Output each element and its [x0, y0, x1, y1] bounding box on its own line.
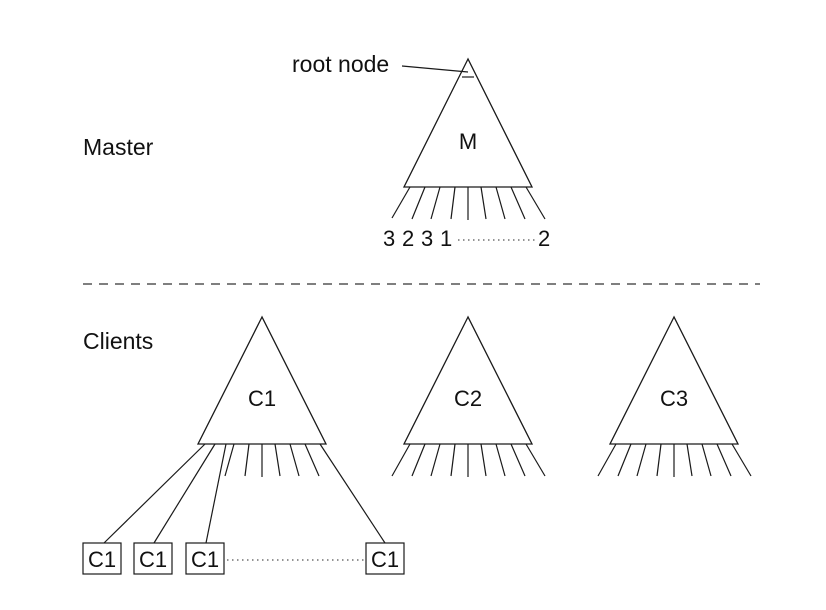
client-tree-fanout — [224, 443, 320, 477]
master-leaf-number: 3 — [383, 226, 395, 251]
master-section-label: Master — [83, 134, 154, 160]
leaf-box-label: C1 — [139, 547, 167, 572]
client-tree-fanout — [597, 443, 752, 477]
leaf-box — [365, 542, 405, 575]
root-node-label: root node — [292, 51, 389, 77]
master-leaf-numbers: 3 2 3 1 2 — [383, 226, 550, 251]
client-tree-label: C3 — [660, 386, 688, 411]
master-tree-label: M — [459, 129, 477, 154]
master-leaf-number: 3 — [421, 226, 433, 251]
leaf-box — [82, 542, 122, 575]
master-tree-fanout — [391, 186, 546, 220]
root-node-callout-line — [401, 65, 469, 73]
client-tree-c2: C2 — [391, 315, 546, 477]
master-leaf-number: 2 — [402, 226, 414, 251]
leaf-box — [185, 542, 225, 575]
client-tree-triangle — [402, 315, 534, 445]
leaf-box — [133, 542, 173, 575]
master-tree: M root node 3 2 3 1 2 — [292, 51, 550, 251]
master-leaf-number: 1 — [440, 226, 452, 251]
client-c1-expanded-branches — [103, 443, 386, 544]
client-tree-label: C1 — [248, 386, 276, 411]
leaf-box-label: C1 — [88, 547, 116, 572]
clients-section-label: Clients — [83, 328, 153, 354]
client-tree-triangle — [196, 315, 328, 445]
client-tree-triangle — [608, 315, 740, 445]
client-c1-leaf-boxes: C1 C1 C1 C1 — [82, 542, 405, 575]
client-tree-fanout — [391, 443, 546, 477]
client-tree-c3: C3 — [597, 315, 752, 477]
leaf-box-label: C1 — [191, 547, 219, 572]
client-tree-label: C2 — [454, 386, 482, 411]
master-tree-triangle — [402, 57, 534, 188]
master-leaf-number: 2 — [538, 226, 550, 251]
leaf-box-label: C1 — [371, 547, 399, 572]
client-tree-c1: C1 C1 C1 C1 C1 — [82, 315, 405, 575]
